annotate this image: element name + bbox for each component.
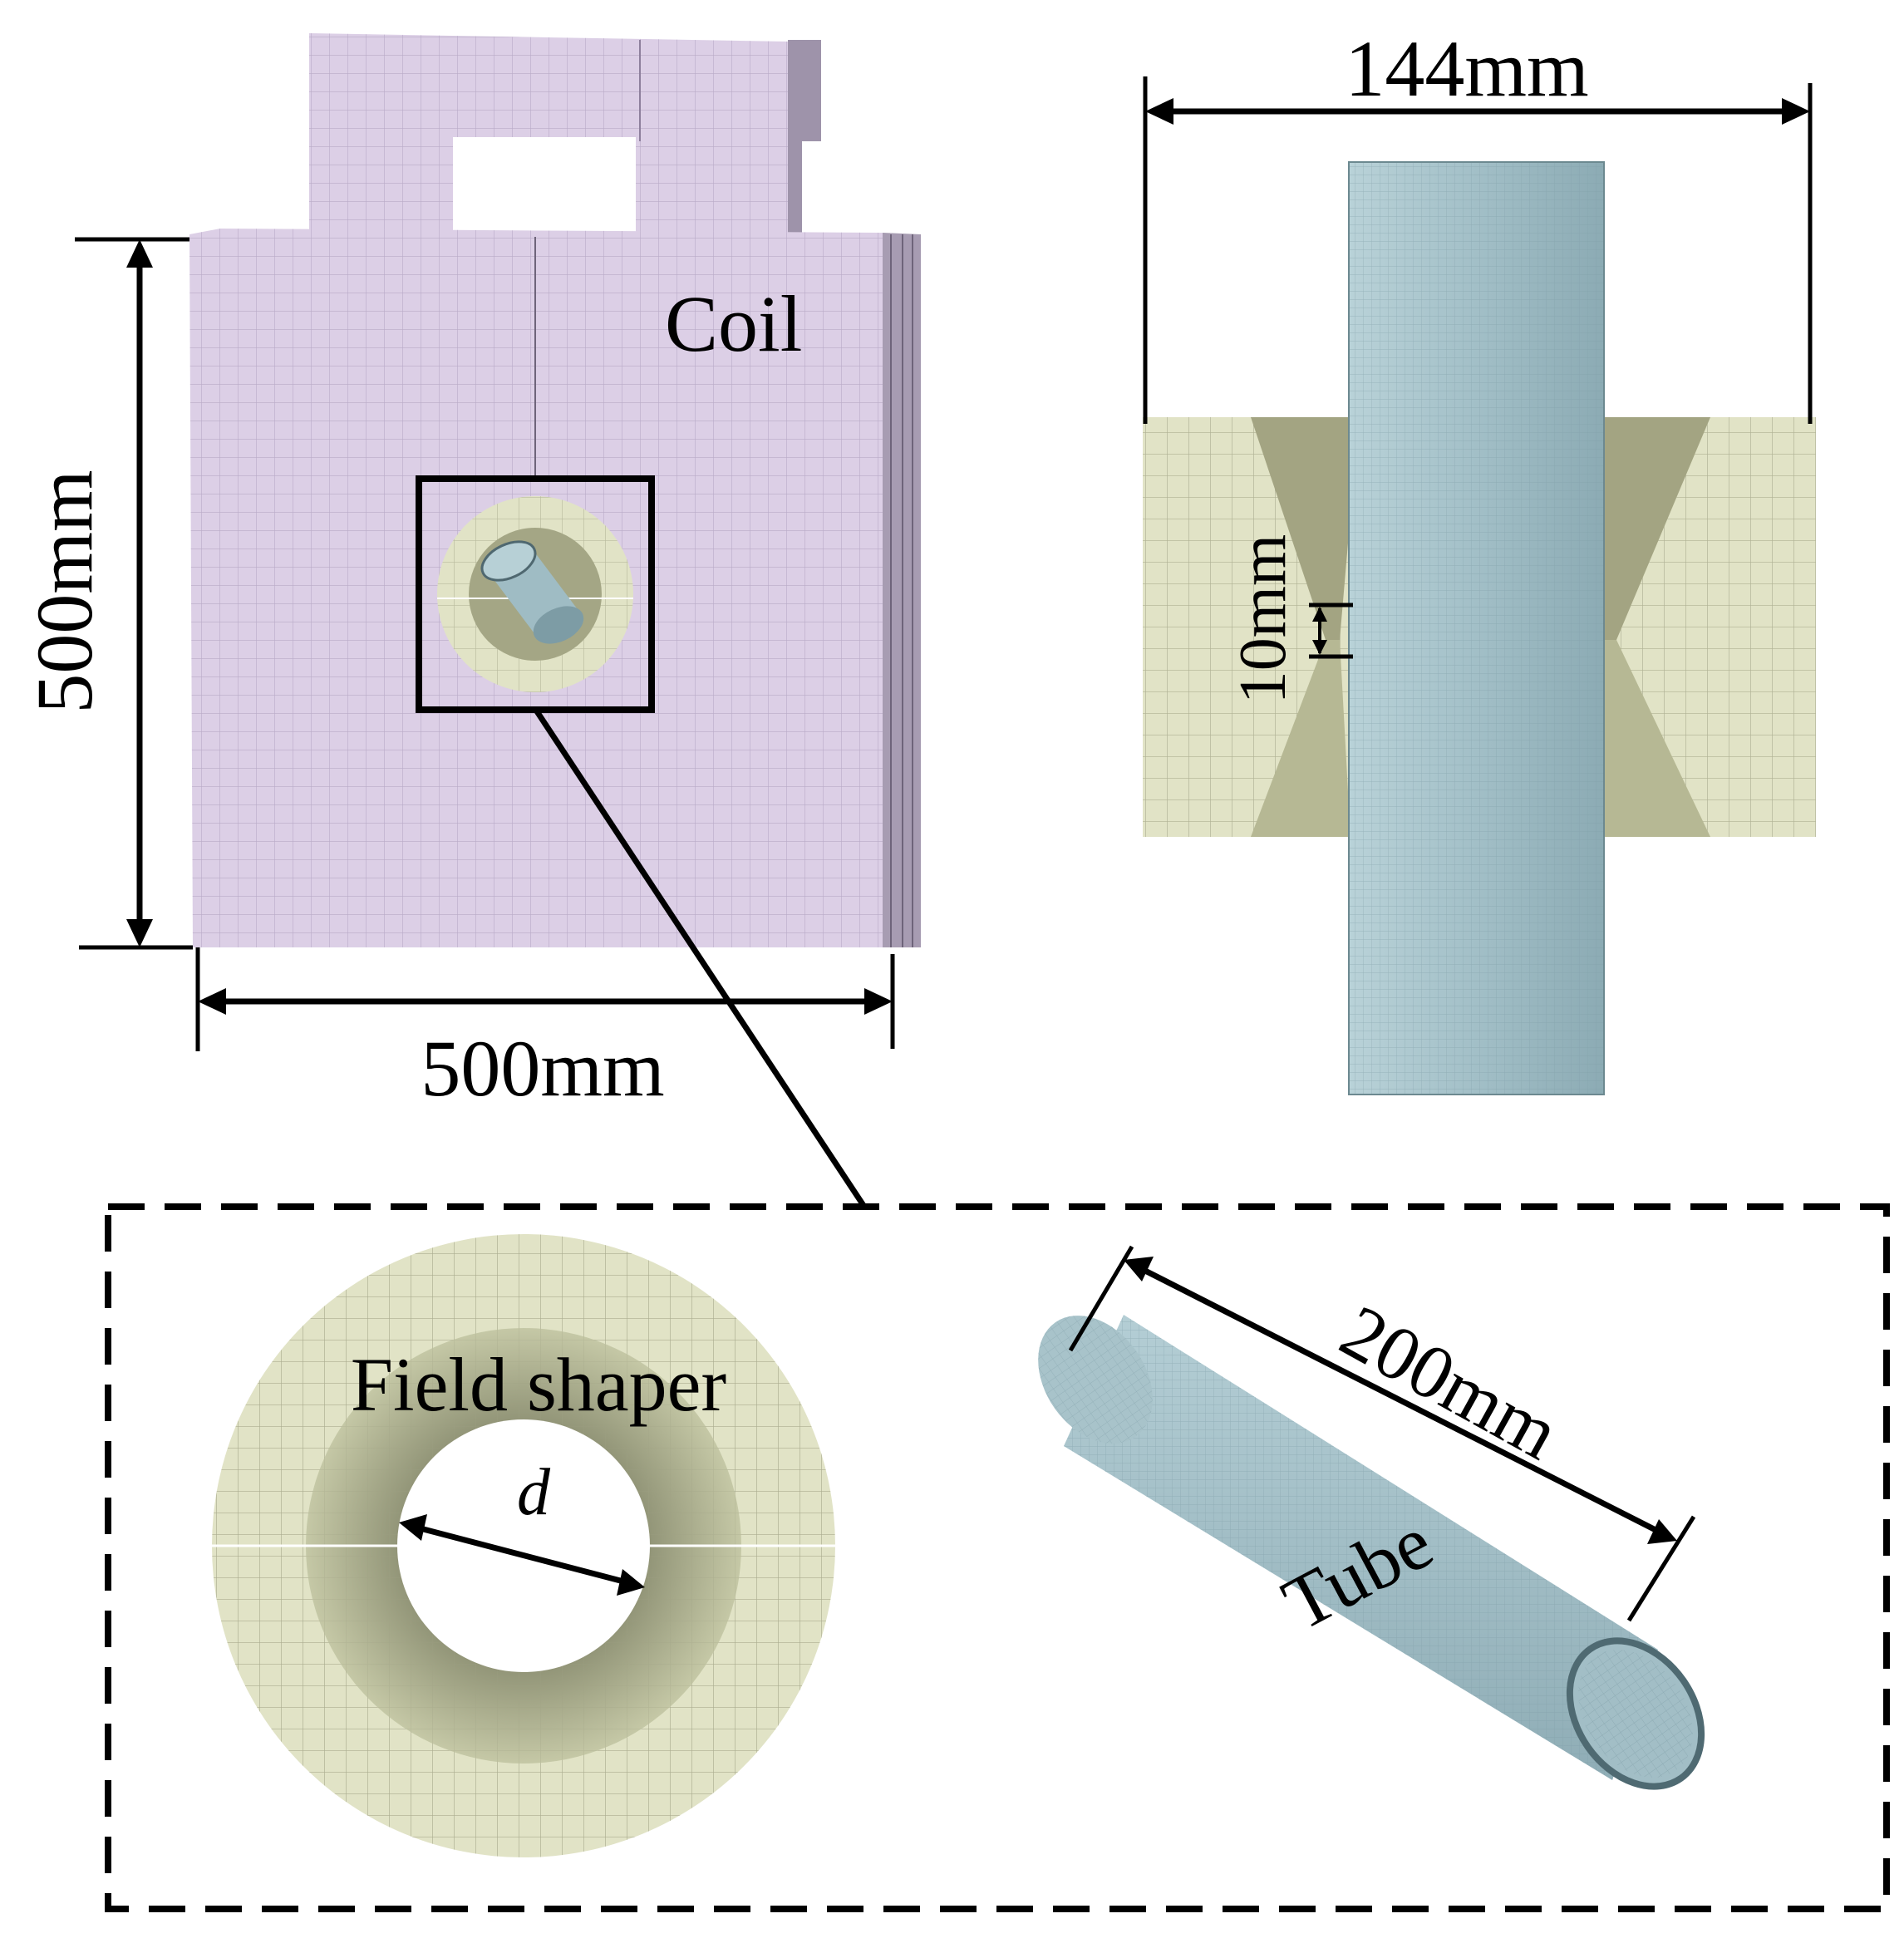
field-shaper-bore [397, 1419, 650, 1672]
coil-width-dimension: 500mm [195, 947, 895, 1113]
detail-box [105, 1203, 1890, 1912]
inner-diameter-label: d [517, 1456, 551, 1529]
section-view [1143, 161, 1816, 1095]
coil-center-field-shaper [437, 496, 633, 692]
coil-model: Coil [189, 33, 921, 1208]
assembly-width-label: 144mm [1345, 24, 1588, 113]
zoom-box [416, 475, 655, 713]
gap-label: 10mm [1227, 534, 1300, 704]
coil-height-label: 500mm [20, 470, 109, 713]
zoom-leader-line [534, 710, 867, 1208]
coil-width-label: 500mm [421, 1024, 664, 1113]
assembly-width-dimension: 144mm [1143, 24, 1813, 424]
field-shaper-ring: Field shaper [212, 1234, 835, 1857]
field-shaper-label: Field shaper [351, 1342, 726, 1427]
tube-length-label: 200mm [1327, 1288, 1572, 1476]
vertical-tube [1348, 161, 1605, 1095]
coil-height-dimension: 500mm [20, 237, 193, 950]
coil-terminal-tab [309, 33, 788, 233]
coil-label: Coil [665, 279, 802, 368]
gap-dimension: 10mm [1227, 534, 1353, 704]
tube-model: Tube [1038, 1315, 1705, 1790]
inner-diameter-dimension: d [399, 1456, 645, 1596]
